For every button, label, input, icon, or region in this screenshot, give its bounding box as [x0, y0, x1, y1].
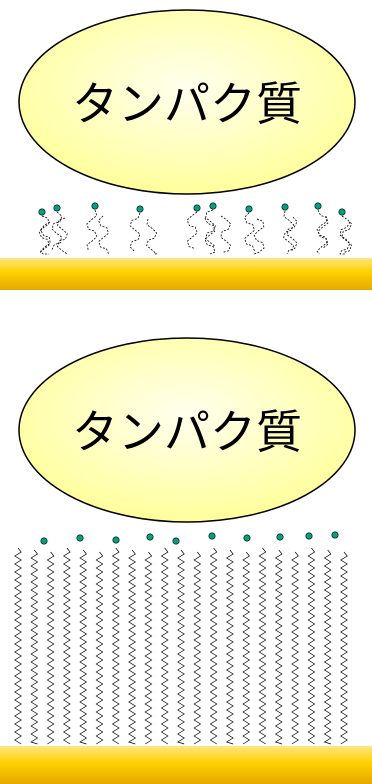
head-group — [208, 532, 216, 540]
chain-disordered — [339, 215, 353, 255]
alkyl-chain — [244, 212, 255, 252]
alkyl-chain — [128, 549, 136, 745]
head-group — [209, 202, 217, 210]
chain-disordered — [129, 212, 158, 255]
head-group — [314, 202, 322, 210]
protein-ellipse-1 — [18, 9, 356, 195]
alkyl-chain — [98, 215, 109, 255]
alkyl-chain — [286, 216, 298, 255]
head-group — [338, 208, 346, 216]
chain-disordered — [244, 212, 265, 255]
alkyl-chain — [317, 209, 329, 249]
chain-disordered — [38, 215, 51, 255]
head-group — [112, 536, 120, 544]
alkyl-chain — [204, 217, 216, 255]
alkyl-chain — [79, 549, 88, 745]
protein-2: タンパク質 — [18, 337, 356, 523]
panel-disordered: タンパク質 — [0, 9, 372, 290]
ordered-monolayer — [14, 531, 348, 745]
head-group — [136, 205, 144, 213]
gold-substrate-2 — [0, 746, 372, 784]
alkyl-chain — [316, 215, 328, 255]
gold-substrate-1 — [0, 258, 372, 290]
alkyl-chain — [258, 547, 267, 745]
alkyl-chain — [63, 547, 71, 745]
alkyl-chain — [146, 218, 158, 255]
alkyl-chain — [220, 215, 232, 253]
protein-label-1: タンパク質 — [72, 77, 302, 131]
alkyl-chain — [339, 221, 351, 255]
head-group — [76, 534, 84, 542]
chain-disordered — [51, 211, 68, 255]
alkyl-chain — [193, 551, 202, 745]
alkyl-chain — [323, 549, 332, 745]
alkyl-chain — [160, 547, 169, 745]
chain-disordered — [86, 209, 109, 255]
chain-disordered — [204, 209, 232, 253]
head-group — [281, 203, 289, 211]
head-group — [305, 532, 313, 540]
head-group — [91, 202, 99, 210]
head-group — [193, 204, 201, 212]
protein-1: タンパク質 — [18, 9, 356, 195]
alkyl-chain — [30, 549, 39, 745]
protein-label-2: タンパク質 — [72, 405, 302, 459]
alkyl-chain — [144, 551, 153, 745]
head-group — [53, 204, 61, 212]
alkyl-chain — [129, 212, 141, 252]
alkyl-chain — [225, 549, 234, 745]
alkyl-chain — [209, 547, 218, 745]
alkyl-chain — [14, 547, 22, 745]
head-group — [38, 208, 46, 216]
head-group — [243, 534, 251, 542]
alkyl-chain — [307, 547, 316, 745]
chain-disordered — [316, 209, 329, 255]
panel-ordered: タンパク質 — [0, 337, 372, 784]
alkyl-chain — [341, 215, 353, 253]
alkyl-chain — [253, 218, 265, 255]
head-group — [172, 537, 180, 545]
head-group — [245, 205, 253, 213]
alkyl-chain — [274, 549, 283, 745]
alkyl-chain — [95, 551, 104, 745]
alkyl-chain — [38, 215, 50, 254]
alkyl-chain — [51, 211, 63, 251]
alkyl-chain — [283, 210, 295, 252]
chain-disordered — [186, 211, 216, 255]
alkyl-chain — [111, 547, 120, 745]
head-group — [331, 531, 339, 539]
protein-ellipse-2 — [18, 337, 356, 523]
alkyl-chain — [56, 217, 68, 255]
chain-disordered — [283, 210, 298, 255]
head-group — [146, 533, 154, 541]
alkyl-chain — [340, 551, 348, 745]
head-group — [40, 537, 48, 545]
disordered-monolayer — [38, 202, 353, 255]
alkyl-chain — [40, 221, 51, 255]
alkyl-chain — [204, 209, 216, 247]
alkyl-chain — [242, 551, 251, 745]
alkyl-chain — [46, 551, 55, 745]
alkyl-chain — [186, 211, 198, 249]
head-group — [276, 533, 284, 541]
alkyl-chain — [291, 551, 299, 745]
alkyl-chain — [86, 209, 98, 251]
alkyl-chain — [176, 549, 185, 745]
